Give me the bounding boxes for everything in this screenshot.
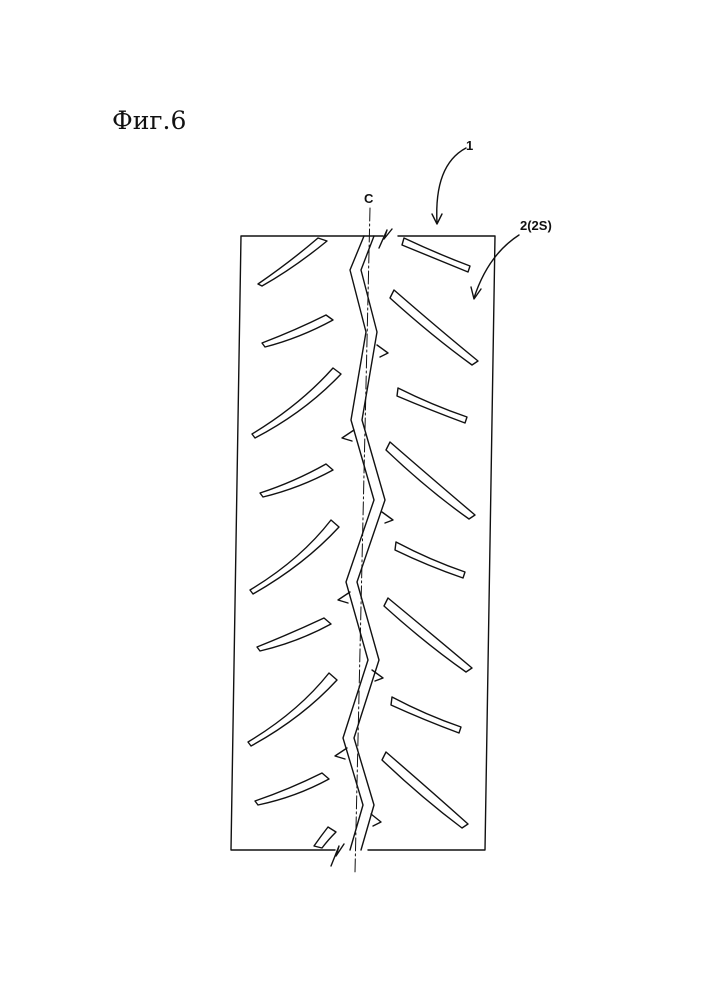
break-mark-top — [379, 229, 392, 248]
tread-outline — [231, 236, 495, 850]
break-mark-bottom — [331, 844, 344, 866]
center-groove-left-edge — [343, 236, 374, 850]
left-lug-grooves — [248, 238, 341, 848]
leader-arrow-1 — [437, 148, 466, 223]
centerline-c — [355, 208, 370, 872]
right-lug-grooves — [382, 238, 478, 828]
